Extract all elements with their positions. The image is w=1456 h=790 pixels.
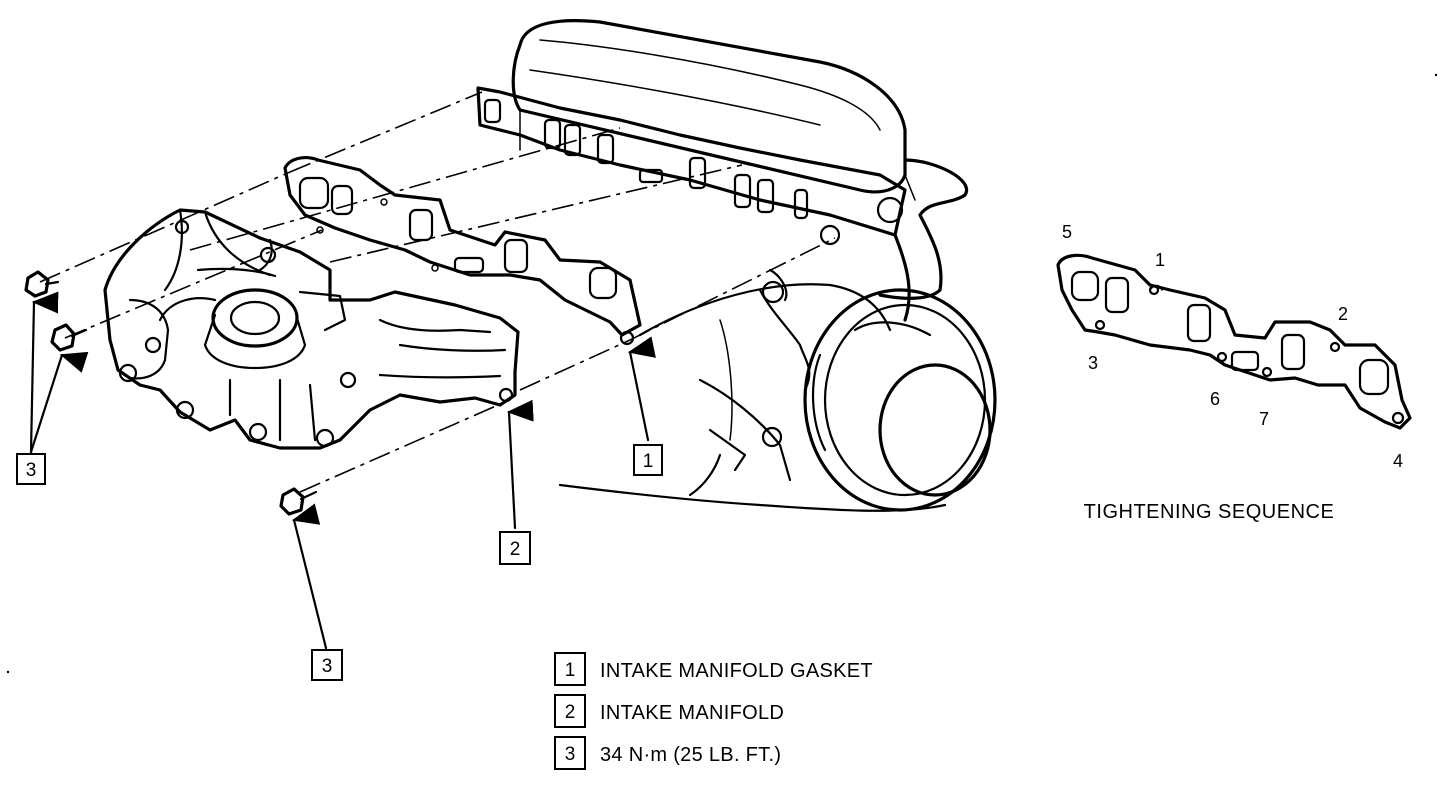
intake-manifold-drawing [103, 208, 520, 450]
seq-number-7: 7 [1259, 409, 1269, 429]
seq-number-2: 2 [1338, 304, 1348, 324]
seq-number-4: 4 [1393, 451, 1403, 471]
seq-number-1: 1 [1155, 250, 1165, 270]
bolt-left-lower-drawing [50, 323, 88, 352]
leader-lines [29, 291, 656, 650]
legend-item-3-number: 3 [565, 744, 576, 765]
legend-item-3-text: 34 N·m (25 LB. FT.) [600, 744, 781, 766]
legend-item-1: 1 INTAKE MANIFOLD GASKET [554, 652, 873, 686]
callout-bolt-left-label: 3 [26, 460, 37, 481]
legend-item-2: 2 INTAKE MANIFOLD [554, 694, 784, 728]
alignment-lines [39, 91, 836, 493]
tightening-sequence-title: TIGHTENING SEQUENCE [1084, 501, 1335, 523]
seq-number-3: 3 [1088, 353, 1098, 373]
scan-speck [1434, 73, 1438, 77]
bolt-bottom-drawing [279, 487, 318, 516]
legend-item-1-text: INTAKE MANIFOLD GASKET [600, 660, 873, 682]
tightening-sequence-gasket [1056, 253, 1412, 430]
legend: 1 INTAKE MANIFOLD GASKET 2 INTAKE MANIFO… [554, 652, 873, 770]
callout-bolt-left: 3 [16, 453, 46, 485]
legend-item-3: 3 34 N·m (25 LB. FT.) [554, 736, 781, 770]
tightening-numbers: 1 2 3 4 5 6 7 [1062, 222, 1403, 471]
engine-block-drawing [476, 19, 997, 512]
callout-bolt-bottom-label: 3 [322, 656, 333, 677]
intake-manifold-gasket-drawing [283, 156, 642, 346]
callout-bolt-bottom: 3 [311, 649, 343, 681]
legend-item-2-number: 2 [565, 702, 576, 723]
legend-item-1-number: 1 [565, 660, 576, 681]
callout-manifold-label: 2 [510, 539, 521, 560]
seq-number-6: 6 [1210, 389, 1220, 409]
callout-gasket-label: 1 [643, 451, 654, 472]
legend-item-2-text: INTAKE MANIFOLD [600, 702, 784, 724]
scan-speck [6, 670, 10, 674]
callout-gasket: 1 [633, 444, 663, 476]
callout-manifold: 2 [499, 531, 531, 565]
seq-number-5: 5 [1062, 222, 1072, 242]
